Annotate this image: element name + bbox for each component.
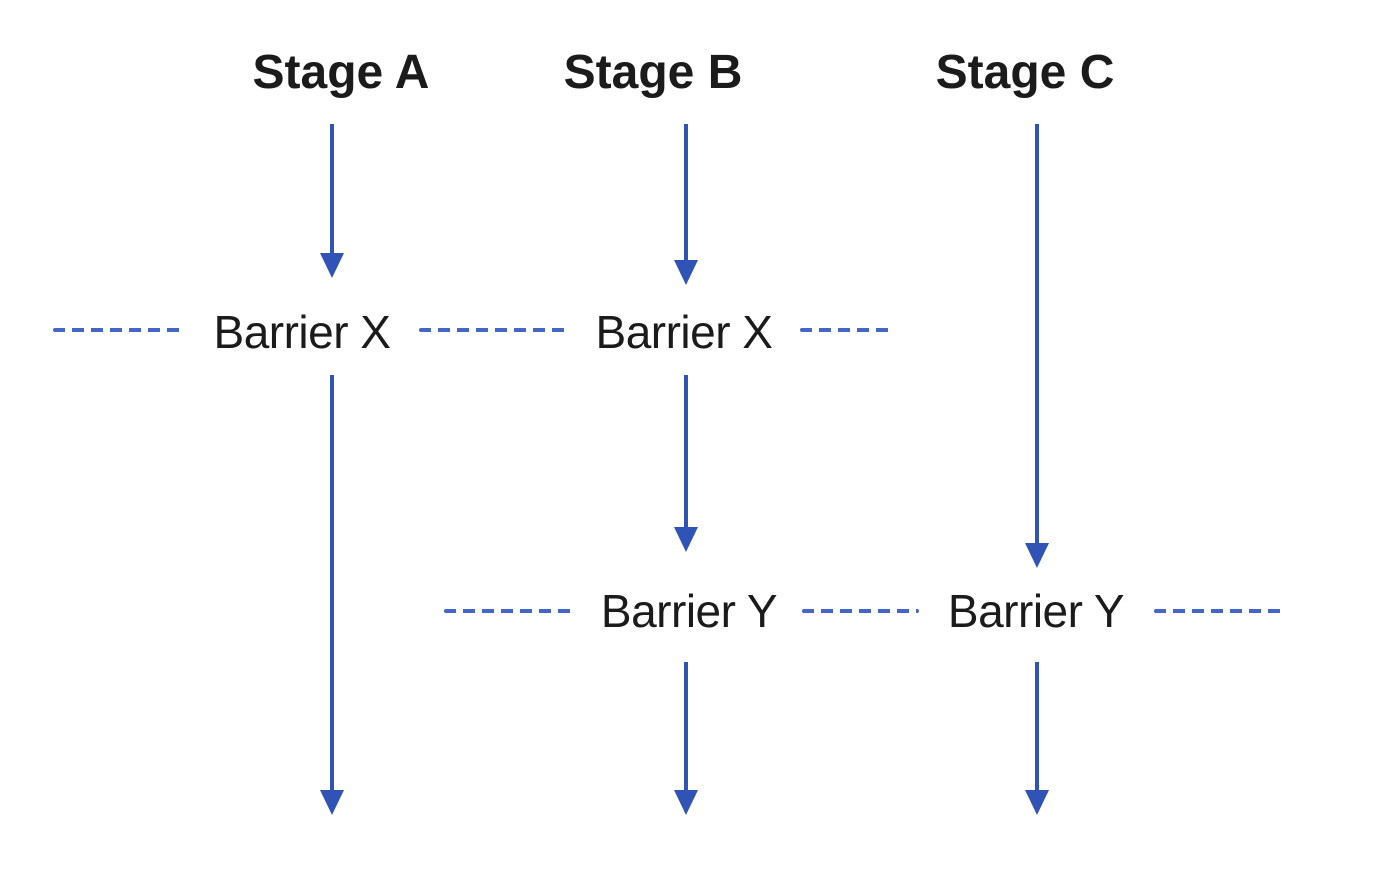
stage-c-arrowhead-barrier-y xyxy=(1025,543,1049,568)
stage-b-arrowhead-barrier-y xyxy=(674,527,698,552)
stage-a-label: Stage A xyxy=(252,46,430,99)
stage-c-arrow-line-top xyxy=(1035,124,1039,544)
stage-a-arrow-line-bottom xyxy=(330,375,334,791)
barrier-x-dash-right xyxy=(800,328,892,332)
stage-b-label: Stage B xyxy=(563,46,743,99)
barrier-x-dash-left xyxy=(53,328,186,332)
barrier-y-dash-middle xyxy=(802,609,919,613)
stage-a-arrow-line-top xyxy=(330,124,334,254)
stage-b-arrow-line-bottom xyxy=(684,662,688,791)
barrier-x-label-stage-b: Barrier X xyxy=(595,306,773,358)
stage-a-arrowhead-barrier-x xyxy=(320,253,344,278)
barrier-y-label-stage-c: Barrier Y xyxy=(947,585,1125,637)
stage-c-arrow-line-bottom xyxy=(1035,662,1039,791)
stage-b-arrow-line-middle xyxy=(684,375,688,528)
barrier-y-dash-right xyxy=(1154,609,1282,613)
barrier-x-label-stage-a: Barrier X xyxy=(213,306,391,358)
barrier-y-label-stage-b: Barrier Y xyxy=(600,585,778,637)
stage-b-arrowhead-bottom xyxy=(674,790,698,815)
stage-a-arrowhead-bottom xyxy=(320,790,344,815)
stage-c-label: Stage C xyxy=(935,46,1115,99)
stage-b-arrow-line-top xyxy=(684,124,688,261)
barrier-y-dash-left xyxy=(444,609,574,613)
barrier-x-dash-middle xyxy=(419,328,571,332)
stage-c-arrowhead-bottom xyxy=(1025,790,1049,815)
stage-b-arrowhead-barrier-x xyxy=(674,260,698,285)
